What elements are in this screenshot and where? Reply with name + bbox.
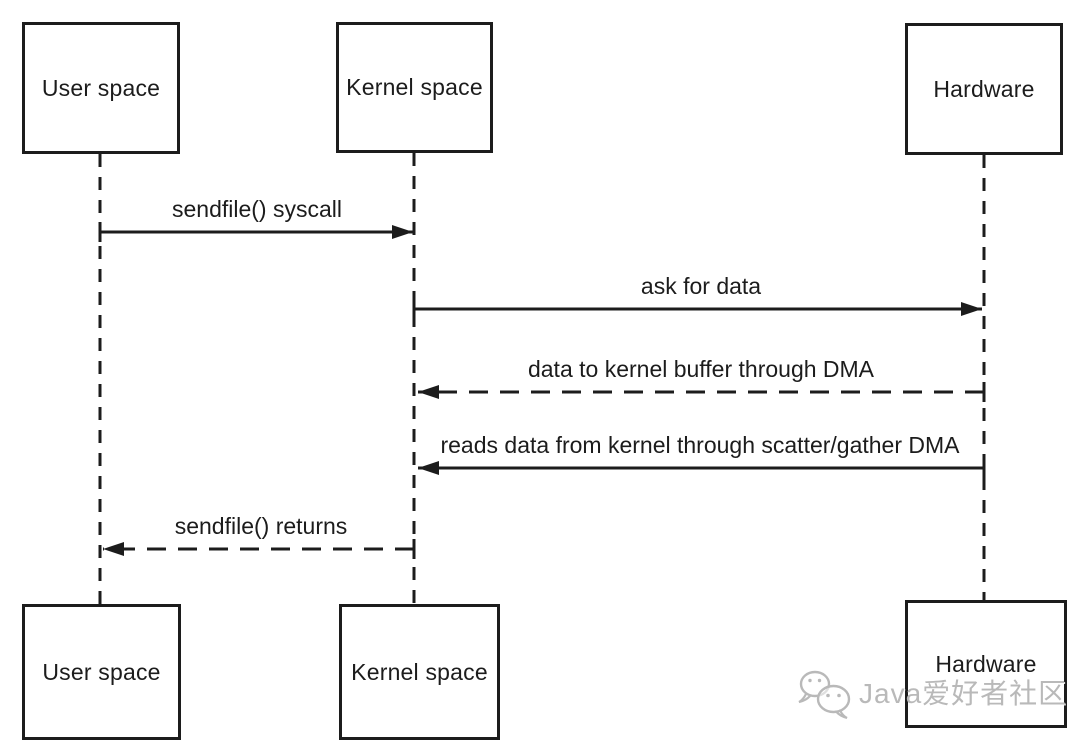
message-arrow-sendfile-syscall bbox=[98, 222, 413, 242]
message-label-reads-data-scatter-gather: reads data from kernel through scatter/g… bbox=[440, 432, 960, 458]
message-label-ask-for-data: ask for data bbox=[640, 273, 762, 299]
actor-box-kernel-space-top: Kernel space bbox=[336, 22, 493, 153]
message-label-sendfile-syscall: sendfile() syscall bbox=[172, 196, 342, 222]
actor-label: Hardware bbox=[935, 650, 1037, 677]
message-arrow-data-to-kernel-buffer bbox=[418, 382, 986, 402]
watermark: Java爱好者社区 bbox=[795, 666, 1067, 722]
message-arrow-sendfile-returns bbox=[103, 539, 416, 559]
message-label-sendfile-returns: sendfile() returns bbox=[174, 513, 348, 539]
actor-box-hardware-top: Hardware bbox=[905, 23, 1063, 155]
actor-box-hardware-bottom: Hardware bbox=[905, 600, 1067, 728]
actor-label: Kernel space bbox=[346, 74, 483, 100]
actor-label: Hardware bbox=[933, 75, 1035, 102]
message-label-data-to-kernel-buffer: data to kernel buffer through DMA bbox=[527, 356, 875, 382]
actor-label: Kernel space bbox=[351, 658, 488, 685]
actor-box-kernel-space-bottom: Kernel space bbox=[339, 604, 500, 740]
actor-box-user-space-top: User space bbox=[22, 22, 180, 154]
message-arrow-ask-for-data bbox=[412, 299, 982, 319]
wechat-icon bbox=[798, 670, 851, 720]
actor-label: User space bbox=[42, 658, 161, 685]
message-arrow-reads-data-scatter-gather bbox=[418, 458, 986, 478]
actor-label: User space bbox=[41, 74, 161, 101]
watermark-text: Java爱好者社区 bbox=[859, 678, 1068, 709]
actor-box-user-space-bottom: User space bbox=[22, 604, 181, 740]
